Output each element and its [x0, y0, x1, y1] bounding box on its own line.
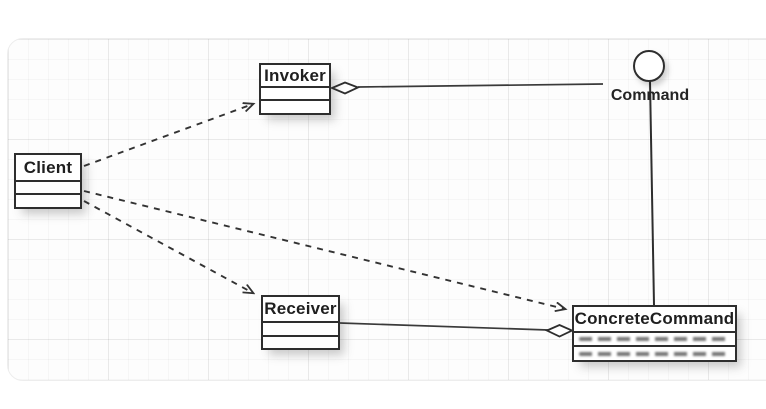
edge-command-concretecommand: [649, 80, 655, 306]
class-name-invoker: Invoker: [264, 65, 326, 85]
blurred-text: [578, 351, 731, 356]
class-box-receiver: Receiver: [261, 295, 340, 350]
grid-canvas: [7, 38, 766, 381]
class-compartment-blurred-text: [574, 345, 735, 360]
class-box-concretecommand: ConcreteCommand: [572, 305, 737, 362]
class-box-invoker: Invoker: [259, 63, 331, 115]
edge-client-concretecommand: [83, 190, 565, 309]
lollipop-interface-circle: [633, 50, 665, 82]
edge-client-receiver: [83, 200, 253, 293]
blurred-text: [578, 337, 731, 341]
interface-label-command: Command: [610, 87, 690, 104]
edge-receiver-concretecommand: [339, 322, 549, 331]
class-name-concretecommand: ConcreteCommand: [574, 309, 735, 328]
class-box-client: Client: [14, 153, 82, 209]
edge-invoker-command: [357, 83, 604, 88]
class-compartment: [263, 321, 338, 335]
class-compartment: [16, 180, 80, 193]
class-compartment-blurred-text: [574, 331, 735, 345]
aggregation-diamond-concretecommand: [544, 324, 575, 338]
class-compartment: [261, 99, 329, 113]
class-compartment: [263, 335, 338, 348]
edge-client-invoker: [83, 104, 253, 167]
class-name-client: Client: [23, 157, 73, 177]
class-compartment: [261, 86, 329, 99]
class-name-receiver: Receiver: [264, 299, 337, 318]
class-compartment: [16, 193, 80, 207]
aggregation-diamond-invoker: [329, 81, 361, 95]
